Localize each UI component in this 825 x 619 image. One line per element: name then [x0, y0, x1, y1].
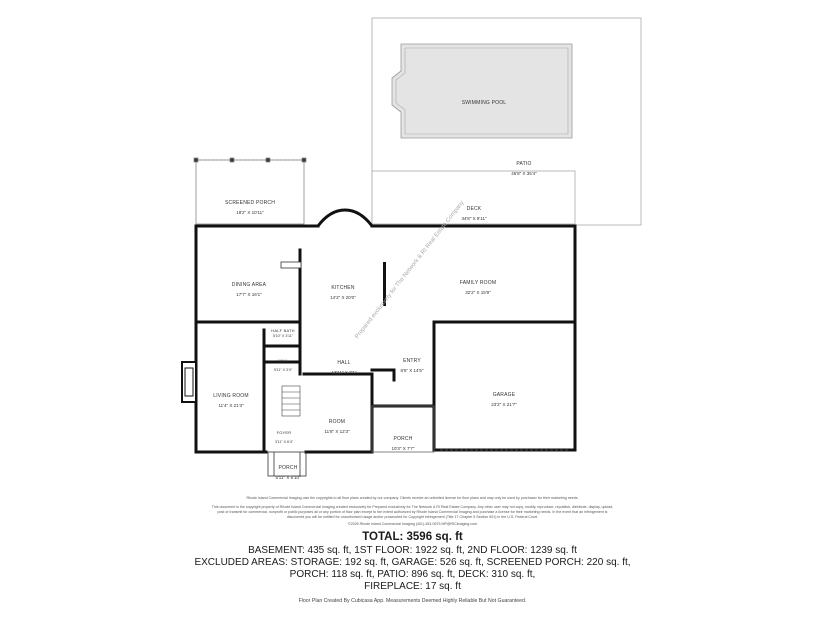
- stairs: [281, 385, 301, 417]
- deck-outline: [371, 170, 576, 225]
- copyright-notice-line-4: discovered you will be notified for unau…: [286, 515, 539, 519]
- fireplace: [181, 361, 197, 403]
- area-breakdown-line-3: PORCH: 118 sq. ft, PATIO: 896 sq. ft, DE…: [289, 569, 536, 580]
- copyright-notice-line-1: Rhode Island Commercial Imaging own the …: [246, 496, 579, 500]
- bay-window: [316, 208, 374, 227]
- area-breakdown-line-4: FIREPLACE: 17 sq. ft: [364, 581, 461, 592]
- area-breakdown-line-1: BASEMENT: 435 sq. ft, 1ST FLOOR: 1922 sq…: [248, 545, 577, 556]
- area-breakdown-line-2: EXCLUDED AREAS: STORAGE: 192 sq. ft, GAR…: [194, 557, 631, 568]
- screened-porch-outline: [193, 157, 307, 225]
- copyright-notice-line-2: This document is the copyright property …: [211, 505, 614, 509]
- swimming-pool-shape: [391, 43, 573, 139]
- kitchen-counter: [280, 261, 302, 269]
- front-porch-steps: [267, 451, 307, 477]
- copyright-notice-line-3: post or transmit for commercial, nonprof…: [217, 510, 608, 514]
- room-label-swimming-pool: SWIMMING POOL: [461, 100, 507, 106]
- house-walls: [194, 224, 577, 454]
- copyright-notice-line-5: ©2026 Rhode Island Commercial Imaging (4…: [347, 522, 478, 526]
- porch-outline: [371, 405, 435, 453]
- kitchen-island: [383, 262, 386, 306]
- footer-disclaimer: Floor Plan Created By Cubicasa App. Meas…: [298, 598, 527, 604]
- total-area: TOTAL: 3596 sq. ft: [362, 531, 463, 543]
